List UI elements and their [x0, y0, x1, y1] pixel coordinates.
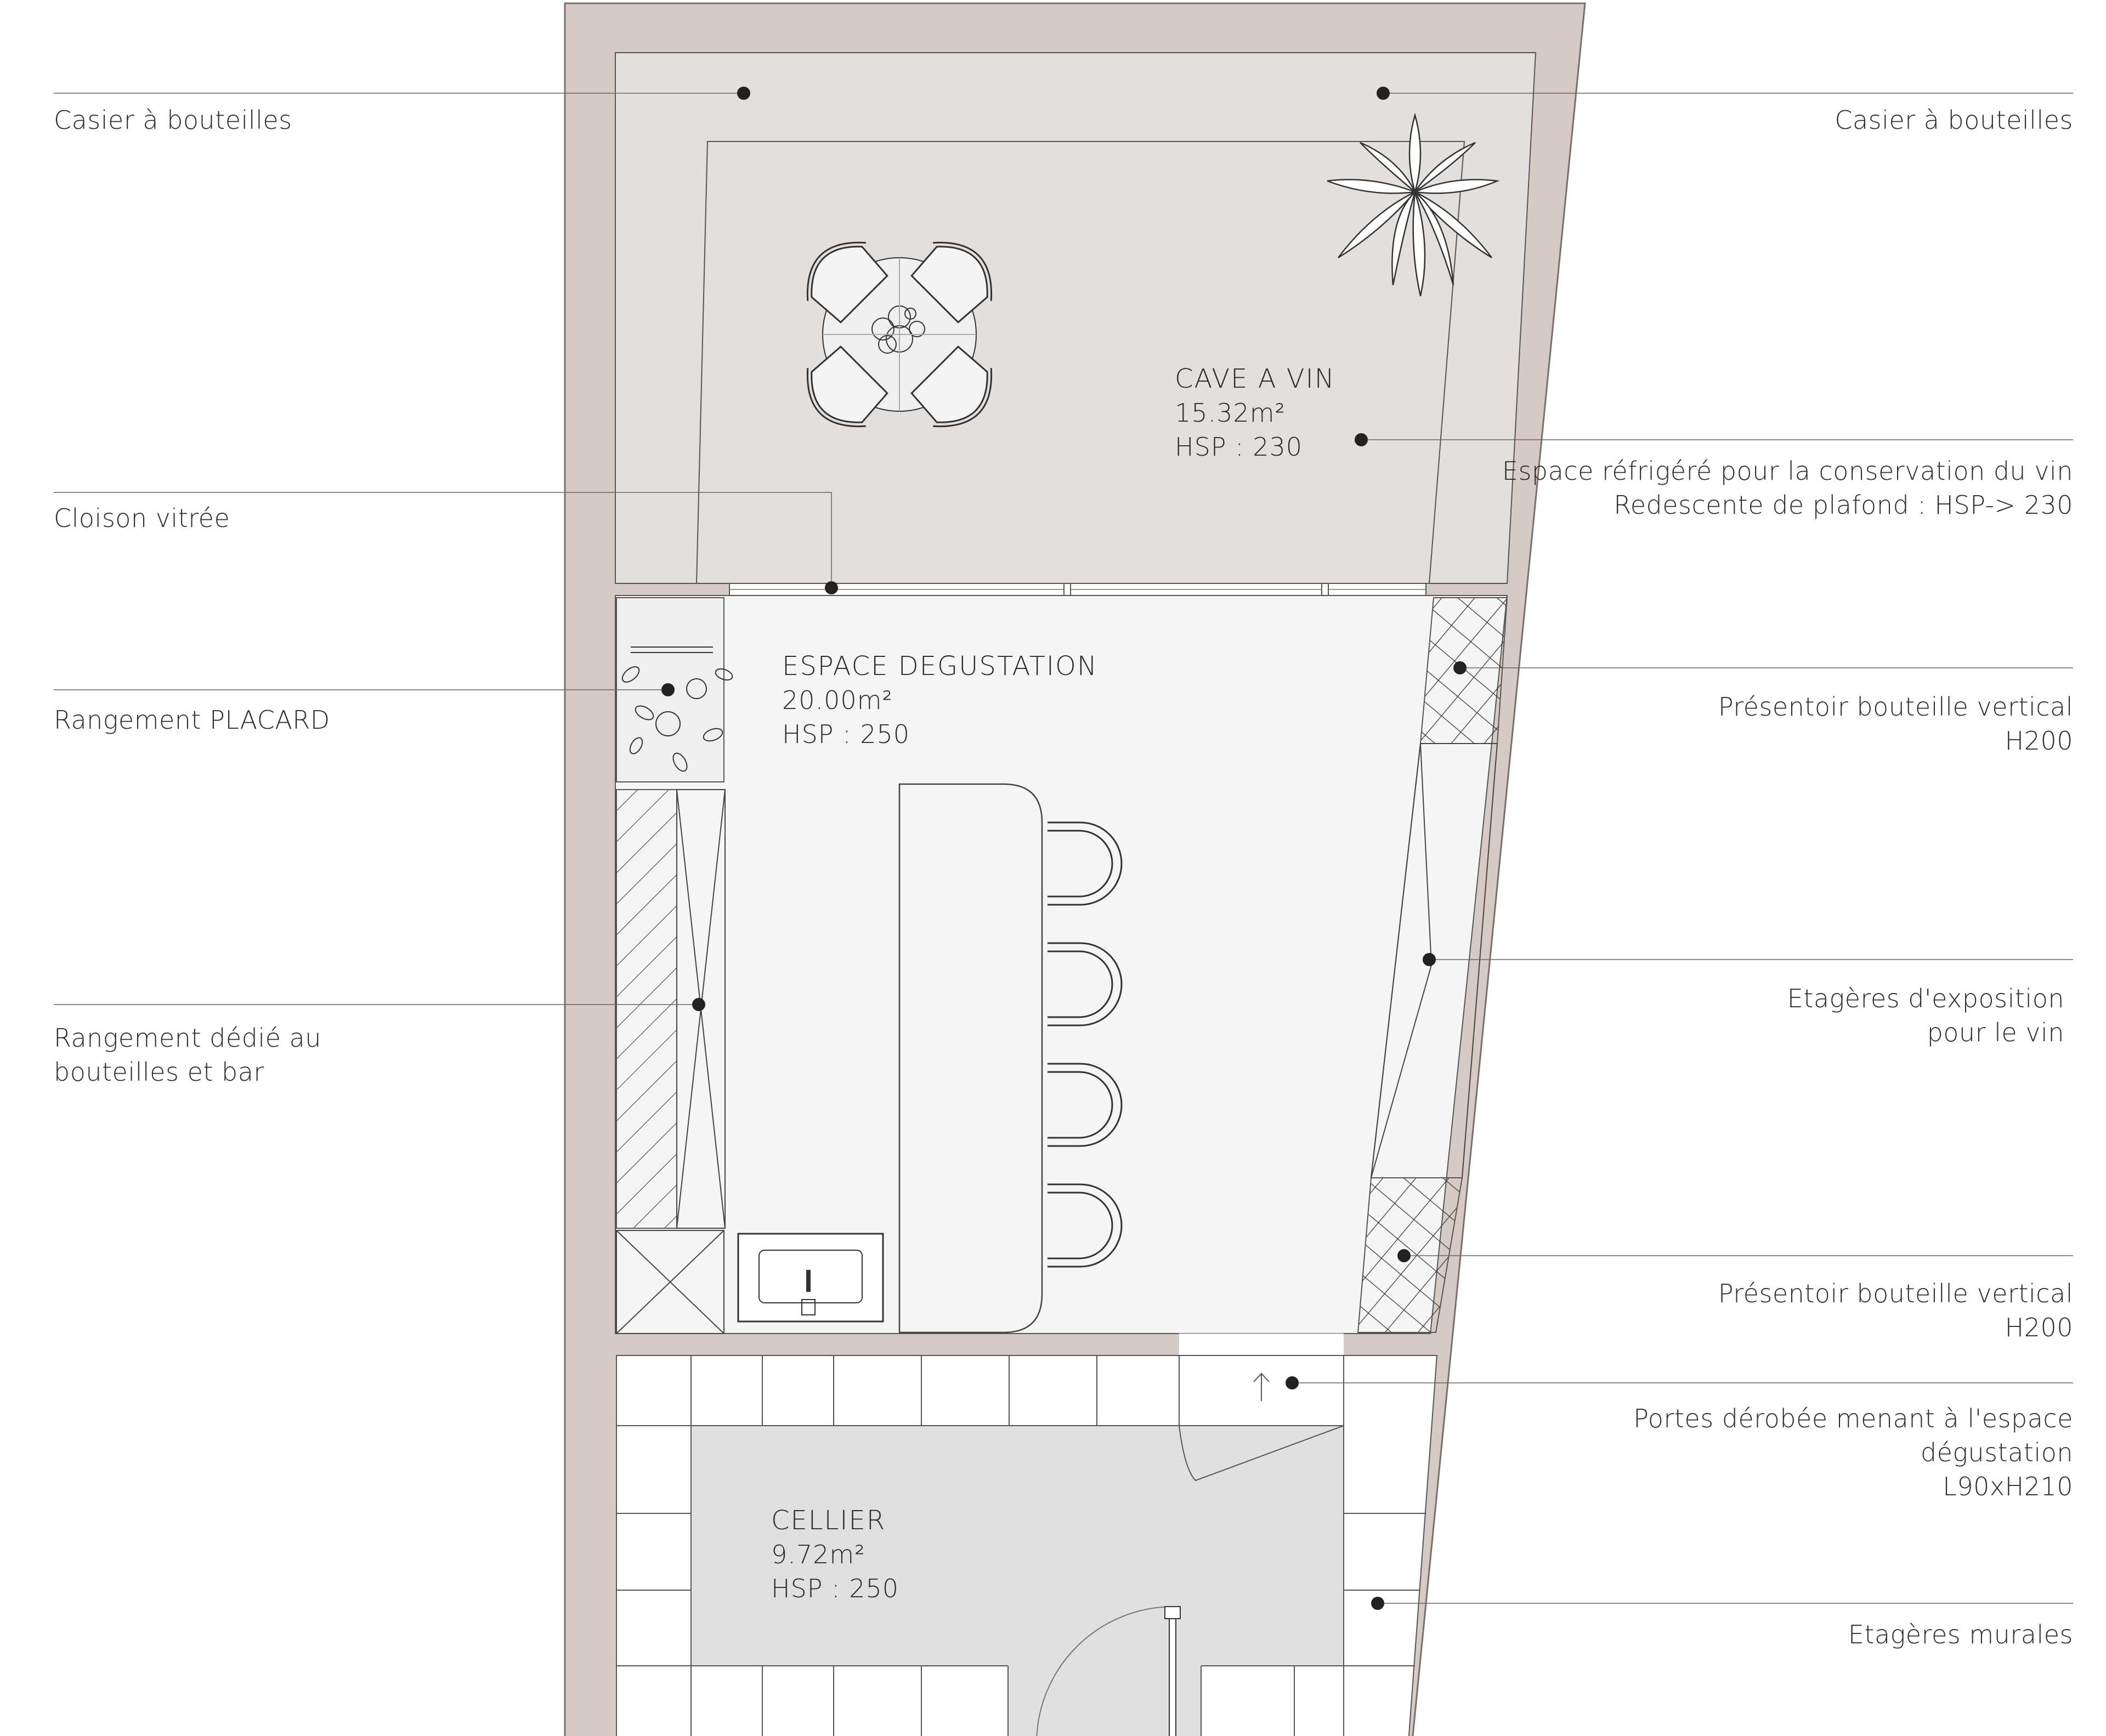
annotation-text: Présentoir bouteille vertical — [1718, 692, 2073, 722]
annotation-text: pour le vin — [1927, 1018, 2064, 1047]
annotation-text: Présentoir bouteille vertical — [1718, 1279, 2073, 1308]
annotation-right-display-shelves: Etagères d'exposition pour le vin — [1787, 982, 2064, 1049]
annotation-right-bottle-rack: Casier à bouteilles — [1835, 103, 2073, 137]
closet-plant — [621, 646, 733, 772]
leader-lines — [54, 93, 2073, 1604]
annotation-left-bottle-rack: Casier à bouteilles — [54, 103, 292, 137]
corner-cabinet — [616, 1230, 724, 1334]
annotation-right-bottle-display-top: Présentoir bouteille vertical H200 — [1718, 690, 2073, 758]
annotation-text: dégustation — [1920, 1438, 2073, 1467]
tasting-floor — [615, 595, 1508, 1334]
bar-counter — [898, 783, 1043, 1334]
room-name: CELLIER — [771, 1505, 886, 1536]
annotation-text: bouteilles et bar — [54, 1057, 264, 1087]
room-area: 15.32m² — [1175, 398, 1286, 428]
annotation-text: H200 — [2005, 726, 2073, 756]
hatched-storage — [616, 789, 677, 1229]
annotation-left-closet: Rangement PLACARD — [54, 703, 330, 737]
room-label-espace-degustation: ESPACE DEGUSTATION 20.00m² HSP : 250 — [782, 649, 1098, 751]
annotation-text: Cloison vitrée — [54, 503, 230, 533]
ceiling-drop-outline — [696, 141, 1465, 584]
annotation-text: Casier à bouteilles — [54, 105, 292, 135]
room-height: HSP : 250 — [782, 719, 910, 749]
wine-cellar-floor — [615, 52, 1537, 584]
annotation-left-bottle-bar-storage: Rangement dédié au bouteilles et bar — [54, 1021, 321, 1089]
leader-dots — [661, 87, 1467, 1610]
bar-stools — [1048, 821, 1123, 1268]
room-height: HSP : 250 — [771, 1574, 899, 1603]
annotation-left-glass-partition: Cloison vitrée — [54, 501, 230, 535]
room-area: 9.72m² — [771, 1540, 865, 1569]
room-height: HSP : 230 — [1175, 432, 1303, 462]
annotation-text: Etagères d'exposition — [1787, 984, 2064, 1013]
room-name: CAVE A VIN — [1175, 364, 1335, 394]
annotation-text: Portes dérobée menant à l'espace — [1633, 1404, 2073, 1433]
annotation-text: L90xH210 — [1943, 1472, 2073, 1501]
plant — [1327, 112, 1500, 297]
annotation-text: Espace réfrigéré pour la conservation du… — [1502, 456, 2073, 486]
room-name: ESPACE DEGUSTATION — [782, 651, 1098, 682]
annotation-text: Rangement dédié au — [54, 1023, 321, 1053]
room-label-cellier: CELLIER 9.72m² HSP : 250 — [771, 1504, 899, 1605]
hidden-door-opening — [1179, 1334, 1344, 1355]
annotation-text: Etagères murales — [1848, 1620, 2073, 1649]
annotation-right-refrigerated-space: Espace réfrigéré pour la conservation du… — [1502, 454, 2073, 522]
entrance-door-swing — [1036, 1606, 1174, 1736]
annotation-text: H200 — [2005, 1313, 2073, 1342]
entrance-door — [1169, 1606, 1176, 1736]
annotation-text: Casier à bouteilles — [1835, 105, 2073, 135]
annotation-text: Redescente de plafond : HSP-> 230 — [1614, 490, 2073, 520]
annotation-right-bottle-display-bottom: Présentoir bouteille vertical H200 — [1718, 1277, 2073, 1344]
annotation-right-wall-shelves: Etagères murales — [1848, 1618, 2073, 1652]
room-area: 20.00m² — [782, 685, 893, 715]
annotation-right-hidden-door: Portes dérobée menant à l'espace dégusta… — [1633, 1402, 2073, 1504]
room-label-cave-a-vin: CAVE A VIN 15.32m² HSP : 230 — [1175, 362, 1335, 464]
round-table-chairs — [806, 241, 993, 428]
annotation-text: Rangement PLACARD — [54, 705, 330, 735]
